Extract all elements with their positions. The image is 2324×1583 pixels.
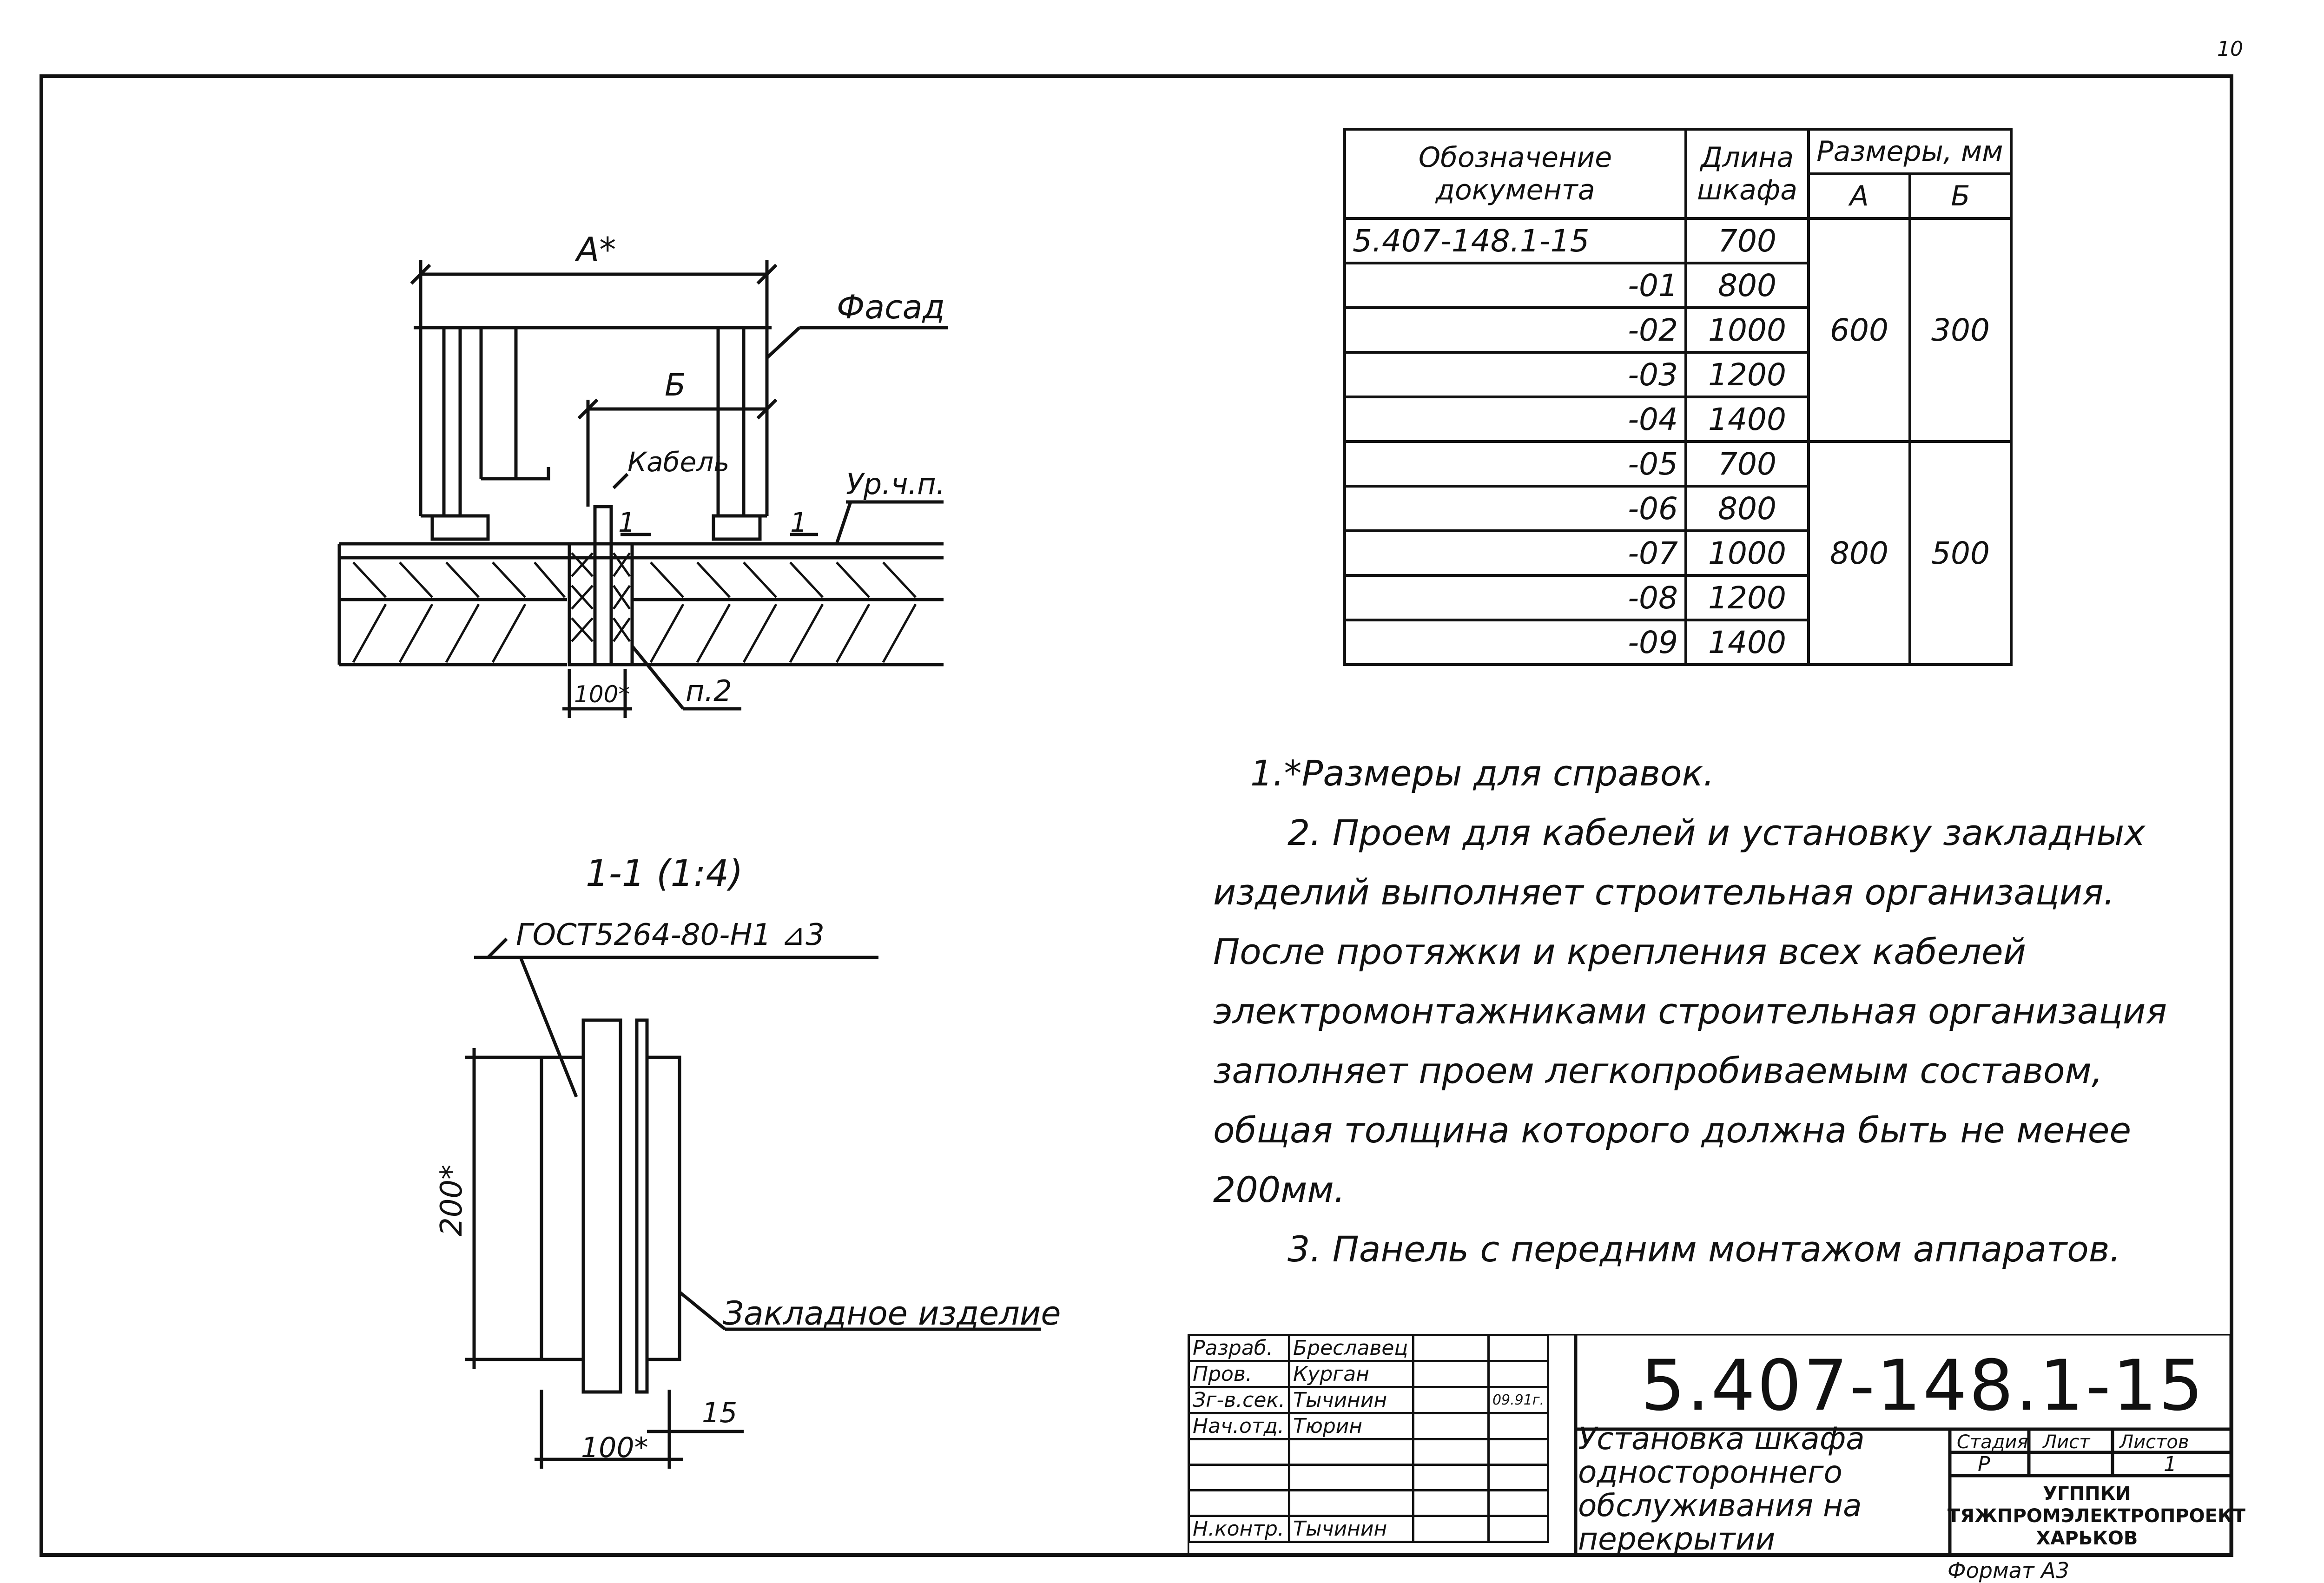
cell-len: 1400 xyxy=(1684,396,1810,443)
document-title: Установка шкафа одностороннего обслужива… xyxy=(1578,1421,1865,1557)
date: 09.91г. xyxy=(1487,1386,1550,1414)
role: Разраб. xyxy=(1188,1334,1290,1362)
label-embedded: Закладное изделие xyxy=(723,1294,1061,1332)
organization: УГППКИ ТЯЖПРОМЭЛЕКТРОПРОЕКТ ХАРЬКОВ xyxy=(1948,1483,2245,1550)
stage: Р xyxy=(1978,1452,1990,1476)
weld-note: ГОСТ5264-80-Н1 ⊿3 xyxy=(516,918,825,952)
table-row: -05 700 800 500 xyxy=(1343,440,2013,666)
note-1: 1.*Размеры для справок. xyxy=(1250,752,1715,794)
format-label: Формат А3 xyxy=(1948,1558,2069,1583)
sheet-label: Лист xyxy=(2043,1431,2090,1453)
note-3: 3. Панель с передним монтажом аппаратов. xyxy=(1287,1228,2121,1270)
title-block: Разраб.Бреславец Пров.Курган Зг-в.сек.Ты… xyxy=(1188,1334,2233,1557)
role: Н.контр. xyxy=(1188,1515,1290,1543)
cell-doc: -07 xyxy=(1343,529,1687,577)
label-a: А* xyxy=(576,230,616,269)
note-2: 2. Проем для кабелей и установку закладн… xyxy=(1213,812,2167,1210)
cut-marker-left: 1 xyxy=(618,507,635,538)
header-len: Длина шкафа xyxy=(1684,128,1810,220)
cut-marker-right: 1 xyxy=(790,507,807,538)
cell-len: 700 xyxy=(1684,217,1810,264)
header-sizes: Размеры, мм xyxy=(1807,128,2013,175)
org-line2: ТЯЖПРОМЭЛЕКТРОПРОЕКТ xyxy=(1948,1505,2245,1527)
spec-table: Обозначение документа Длина шкафа Размер… xyxy=(1343,128,2013,666)
sheet-number: 10 xyxy=(2217,37,2243,61)
drawing-frame xyxy=(40,74,2233,1557)
dim-100b: 100* xyxy=(581,1431,648,1464)
cell-b: 500 xyxy=(1908,440,2013,666)
cell-a: 800 xyxy=(1807,440,1911,666)
sheets-label: Листов xyxy=(2119,1431,2189,1453)
label-b: Б xyxy=(665,367,686,403)
role: Нач.отд. xyxy=(1188,1412,1290,1440)
cell-doc: -05 xyxy=(1343,440,1687,488)
label-cable: Кабель xyxy=(627,446,730,478)
role: Пров. xyxy=(1188,1360,1290,1388)
cell-doc: -01 xyxy=(1343,262,1687,309)
header-b: Б xyxy=(1908,172,2013,220)
cell-len: 800 xyxy=(1684,485,1810,532)
cell-len: 1000 xyxy=(1684,306,1810,354)
sheets: 1 xyxy=(2164,1452,2177,1476)
name: Тычинин xyxy=(1287,1386,1414,1414)
cell-doc: -09 xyxy=(1343,619,1687,666)
name: Тычинин xyxy=(1287,1515,1414,1543)
cell-doc: 5.407-148.1-15 xyxy=(1343,217,1687,264)
org-line3: ХАРЬКОВ xyxy=(2036,1528,2138,1549)
name: Бреславец xyxy=(1287,1334,1414,1362)
dim-15: 15 xyxy=(702,1397,738,1429)
label-p2: п.2 xyxy=(686,674,732,708)
cell-doc: -06 xyxy=(1343,485,1687,532)
section-title: 1-1 (1:4) xyxy=(586,853,743,895)
document-code: 5.407-148.1-15 xyxy=(1641,1346,2205,1426)
name: Тюрин xyxy=(1287,1412,1414,1440)
dim-100: 100* xyxy=(574,681,630,708)
cell-doc: -02 xyxy=(1343,306,1687,354)
cell-len: 1400 xyxy=(1684,619,1810,666)
cell-len: 700 xyxy=(1684,440,1810,488)
role: Зг-в.сек. xyxy=(1188,1386,1290,1414)
dim-200: 200* xyxy=(435,1164,469,1236)
table-row: 5.407-148.1-15 700 600 300 xyxy=(1343,217,2013,443)
cell-b: 300 xyxy=(1908,217,2013,443)
notes: 1.*Размеры для справок. 2. Проем для каб… xyxy=(1213,744,2217,1279)
cell-doc: -04 xyxy=(1343,396,1687,443)
stage-label: Стадия xyxy=(1957,1431,2028,1453)
cell-len: 1200 xyxy=(1684,351,1810,398)
header-doc: Обозначение документа xyxy=(1343,128,1687,220)
name: Курган xyxy=(1287,1360,1414,1388)
header-a: А xyxy=(1807,172,1911,220)
label-floor-level: Ур.ч.п. xyxy=(846,467,945,501)
cell-a: 600 xyxy=(1807,217,1911,443)
cell-len: 800 xyxy=(1684,262,1810,309)
signatures-table: Разраб.Бреславец Пров.Курган Зг-в.сек.Ты… xyxy=(1188,1334,1550,1543)
cell-doc: -03 xyxy=(1343,351,1687,398)
cell-doc: -08 xyxy=(1343,574,1687,621)
cell-len: 1000 xyxy=(1684,529,1810,577)
cell-len: 1200 xyxy=(1684,574,1810,621)
org-line1: УГППКИ xyxy=(2043,1483,2131,1504)
label-facade: Фасад xyxy=(837,288,945,326)
section-drawing xyxy=(465,937,1041,1469)
